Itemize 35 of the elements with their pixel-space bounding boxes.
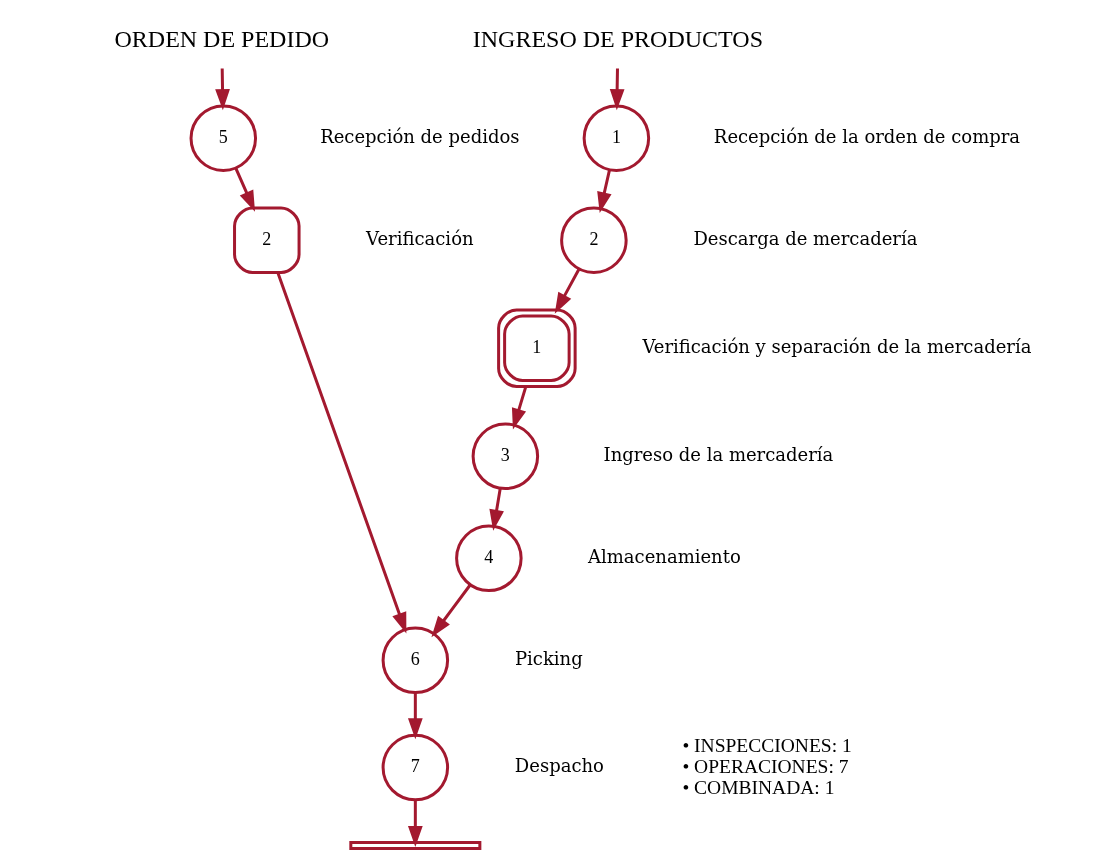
arrow (554, 268, 581, 314)
node-label: Almacenamiento (588, 545, 741, 567)
node-circle: 5 (189, 104, 258, 172)
label: • INSPECCIONES: 1 (682, 734, 852, 756)
node-box: 2 (233, 206, 301, 274)
node-label: Verificación (366, 227, 474, 249)
node-bar (349, 841, 482, 851)
node-label: Descarga de mercadería (693, 227, 918, 249)
label: • OPERACIONES: 7 (682, 755, 849, 777)
arrow (276, 272, 407, 634)
node-label: Picking (515, 647, 583, 669)
node-label: Verificación y separación de la mercadería (642, 335, 1032, 357)
node-label: Recepción de pedidos (320, 125, 520, 147)
arrow (234, 167, 255, 212)
arrow (609, 68, 625, 111)
node-text: INGRESO DE PRODUCTOS (472, 26, 764, 53)
node-label: Despacho (514, 755, 604, 777)
arrow (407, 693, 423, 740)
node-circle: 2 (560, 206, 628, 274)
arrow (511, 386, 528, 430)
node-circle: 1 (582, 104, 651, 172)
arrow (597, 169, 612, 214)
arrow (407, 800, 423, 848)
node-circle: 7 (381, 733, 450, 802)
node-label: Recepción de la orden de compra (713, 125, 1021, 147)
node-circle: 4 (455, 524, 523, 593)
arrow (215, 68, 230, 111)
node-box: 1 (497, 308, 577, 388)
label: • COMBINADA: 1 (682, 776, 835, 798)
node-circle: 6 (381, 626, 450, 695)
node-label: Ingreso de la mercadería (603, 443, 834, 465)
node-circle: 3 (471, 422, 540, 490)
arrow (489, 488, 504, 531)
node-text: ORDEN DE PEDIDO (114, 26, 330, 53)
arrow (431, 583, 472, 638)
